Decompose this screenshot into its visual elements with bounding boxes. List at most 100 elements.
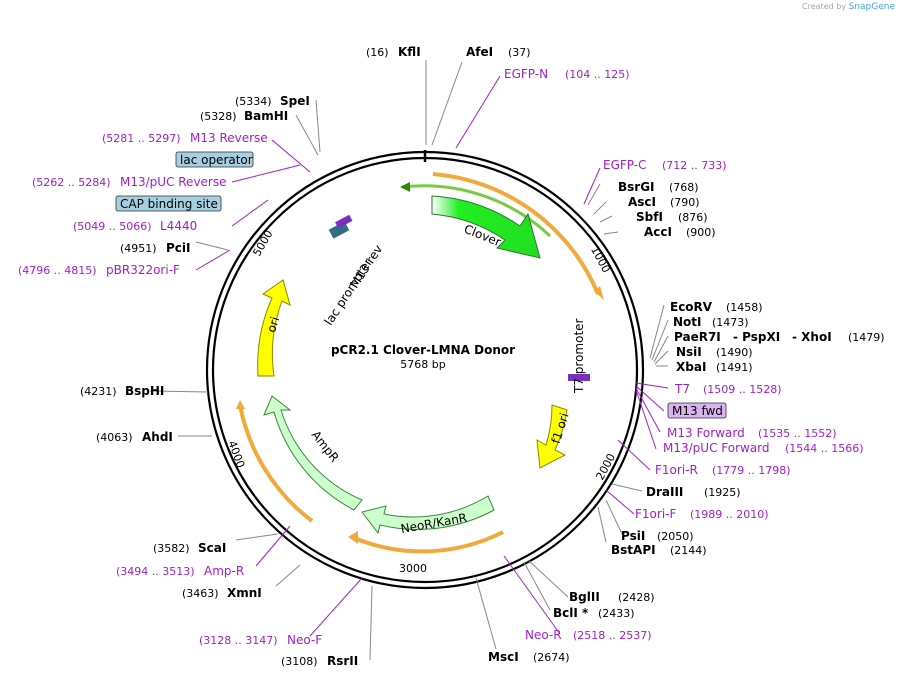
- lac-operator-mark: [328, 221, 350, 239]
- site-pos-asci: (790): [670, 196, 700, 209]
- site-pcii: PciI: [166, 241, 191, 255]
- site-pos-scai: (3582): [153, 542, 190, 555]
- primer-m13-reverse: M13 Reverse: [190, 131, 268, 145]
- m13-fwd-box: [667, 402, 727, 419]
- primer-range-egfp-n: (104 .. 125): [565, 68, 630, 81]
- ori-label: ori: [264, 315, 282, 334]
- site-msci: MscI: [488, 650, 519, 664]
- ori-feature: [257, 279, 291, 377]
- site-pos-paer7i: (1479): [848, 331, 885, 344]
- primer-amp-r: Amp-R: [204, 564, 244, 578]
- site-noti: NotI: [673, 315, 702, 329]
- site-bcli: BclI *: [553, 606, 589, 620]
- site-pos-nsii: (1490): [716, 346, 753, 359]
- site-paer7i: PaeR7I: [674, 330, 721, 344]
- primer-range-t7: (1509 .. 1528): [703, 383, 782, 396]
- site-leader-lines: [149, 60, 669, 661]
- snapgene-credit: Created by SnapGene: [802, 2, 895, 12]
- primer-pbr322ori-f: pBR322ori-F: [106, 263, 180, 277]
- ampr-label: AmpR: [309, 428, 342, 465]
- site-pos-acci: (900): [686, 226, 716, 239]
- primer-neo-f: Neo-F: [287, 633, 322, 647]
- ampr-feature: [263, 395, 363, 511]
- clover-translation-arc: [432, 172, 600, 295]
- primer-range-neo-f: (3128 .. 3147): [199, 634, 278, 647]
- t7-mark: [568, 374, 590, 381]
- clover-feature: [431, 195, 541, 259]
- site-bglii: BglII: [569, 590, 600, 604]
- site-bstapi: BstAPI: [611, 543, 656, 557]
- site-pos-noti: (1473): [712, 316, 749, 329]
- plasmid-name: pCR2.1 Clover-LMNA Donor: [331, 343, 515, 357]
- tick-1000: 1000: [588, 244, 613, 275]
- site-pspxi: - PspXI: [733, 330, 780, 344]
- primer-range-m13-reverse: (5281 .. 5297): [102, 132, 181, 145]
- translation-arcs: [236, 172, 604, 554]
- lac-promoter-label: lac promoter: [322, 256, 376, 328]
- primer-neo-r: Neo-R: [525, 628, 562, 642]
- primer-range-m13-puc-reverse: (5262 .. 5284): [32, 176, 111, 189]
- site-afei: AfeI: [466, 45, 493, 59]
- boxed-labels: lac operator CAP binding site M13 fwd: [115, 151, 727, 419]
- primer-leader-lines: [195, 75, 669, 637]
- plasmid-size: 5768 bp: [400, 358, 445, 371]
- backbone: [205, 150, 645, 590]
- site-scai: ScaI: [198, 541, 226, 555]
- cap-binding-label: CAP binding site: [120, 197, 218, 211]
- site-pos-bsphi: (4231): [80, 385, 117, 398]
- credit-prefix: Created by: [802, 2, 847, 11]
- site-pos-bglii: (2428): [618, 591, 655, 604]
- restriction-site-labels: (16) KflI AfeI (37) BsrGI (768) AscI (79…: [80, 45, 885, 668]
- site-asci: AscI: [628, 195, 656, 209]
- clover-translation-arrowhead: [594, 286, 604, 300]
- m13-rev-mark: [335, 214, 353, 229]
- primer-m13-forward: M13 Forward: [667, 426, 745, 440]
- t7-promoter-label: T7 promoter: [572, 318, 586, 394]
- primer-m13-puc-reverse: M13/pUC Reverse: [120, 175, 227, 189]
- tick-3000: 3000: [399, 562, 427, 575]
- site-kfli: KflI: [398, 45, 421, 59]
- ampr-translation-arrowhead: [236, 400, 245, 409]
- site-draiii: DraIII: [646, 485, 683, 499]
- site-pos-psii: (2050): [657, 530, 694, 543]
- neokanr-feature: [361, 495, 495, 535]
- site-ecorv: EcoRV: [670, 300, 713, 314]
- site-bsrgi: BsrGI: [618, 180, 655, 194]
- site-pos-bamhi: (5328): [200, 110, 237, 123]
- primer-range-neo-r: (2518 .. 2537): [573, 629, 652, 642]
- primer-t7: T7: [674, 382, 690, 396]
- site-xhoi: - XhoI: [792, 330, 832, 344]
- site-pos-afei: (37): [508, 46, 531, 59]
- site-pos-sbfi: (876): [678, 211, 708, 224]
- site-xmni: XmnI: [227, 586, 262, 600]
- neokanr-translation-arc: [351, 530, 504, 554]
- primer-range-egfp-c: (712 .. 733): [662, 159, 727, 172]
- site-pos-bstapi: (2144): [670, 544, 707, 557]
- site-pos-msci: (2674): [533, 651, 570, 664]
- site-xbai: XbaI: [676, 360, 706, 374]
- primer-m13-puc-forward: M13/pUC Forward: [663, 441, 770, 455]
- primer-range-m13-puc-forward: (1544 .. 1566): [785, 442, 864, 455]
- egfp-primer-arc: [401, 184, 552, 238]
- m13-fwd-label: M13 fwd: [672, 404, 723, 418]
- lac-operator-label: lac operator: [180, 153, 253, 167]
- site-psii: PsiI: [621, 529, 645, 543]
- neokanr-label: NeoR/KanR: [400, 511, 468, 536]
- site-pos-xmni: (3463): [182, 587, 219, 600]
- primer-range-l4440: (5049 .. 5066): [73, 220, 152, 233]
- neokanr-translation-arrowhead: [348, 531, 358, 544]
- site-acci: AccI: [644, 225, 672, 239]
- site-pos-draiii: (1925): [704, 486, 741, 499]
- site-pos-bsrgi: (768): [669, 181, 699, 194]
- primer-range-amp-r: (3494 .. 3513): [116, 565, 195, 578]
- primer-f1ori-r: F1ori-R: [655, 463, 698, 477]
- site-pos-bcli: (2433): [598, 607, 635, 620]
- primer-egfp-n: EGFP-N: [504, 67, 548, 81]
- site-sbfi: SbfI: [636, 210, 663, 224]
- cap-binding-box: [115, 195, 222, 212]
- primer-range-f1ori-r: (1779 .. 1798): [712, 464, 791, 477]
- site-pos-pcii: (4951): [120, 242, 157, 255]
- site-pos-xbai: (1491): [716, 361, 753, 374]
- primer-range-m13-forward: (1535 .. 1552): [758, 427, 837, 440]
- primer-range-f1ori-f: (1989 .. 2010): [690, 508, 769, 521]
